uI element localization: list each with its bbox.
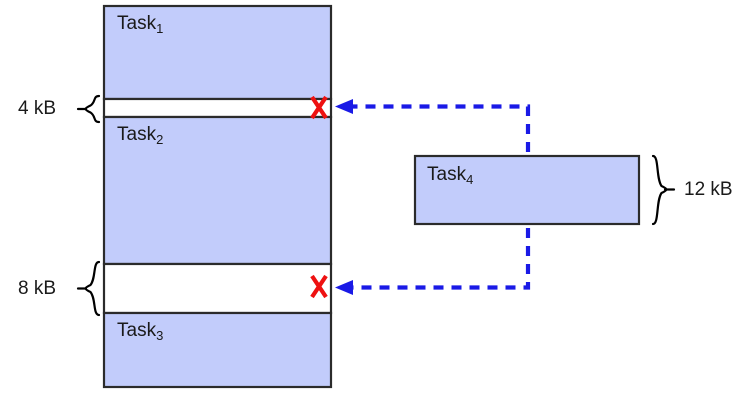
memory-block-task3 [102, 311, 333, 389]
size-label-12kb: 12 kB [684, 179, 733, 200]
label-task1-name: Task [117, 13, 157, 34]
memory-free-hole-4kb [102, 97, 333, 119]
reject-arrow-lower-head [335, 280, 353, 295]
label-task4: Task4 [427, 164, 474, 187]
reject-arrow-upper-path [348, 104, 531, 152]
label-task1: Task1 [117, 13, 164, 36]
reject-arrow-lower-path [348, 228, 531, 290]
label-task4-sub: 4 [466, 172, 474, 187]
label-task3-sub: 3 [156, 328, 164, 343]
label-task2-name: Task [117, 124, 157, 145]
size-label-8kb: 8 kB [18, 278, 57, 299]
label-task2: Task2 [117, 124, 164, 147]
label-task4-name: Task [427, 164, 467, 185]
label-task1-sub: 1 [156, 21, 164, 36]
memory-block-task2 [102, 115, 333, 266]
reject-arrow-upper-head [335, 99, 353, 114]
brace-4kb [84, 94, 101, 124]
reject-x-icon-upper [310, 95, 328, 120]
reject-x-icon-lower [310, 274, 328, 299]
memory-block-task1 [102, 4, 333, 101]
brace-8kb [84, 260, 101, 317]
label-task3: Task3 [117, 320, 164, 343]
label-task3-name: Task [117, 320, 157, 341]
incoming-task4-box [413, 154, 641, 226]
size-label-4kb: 4 kB [18, 98, 57, 119]
label-task2-sub: 2 [156, 132, 164, 147]
memory-free-hole-8kb [102, 262, 333, 315]
